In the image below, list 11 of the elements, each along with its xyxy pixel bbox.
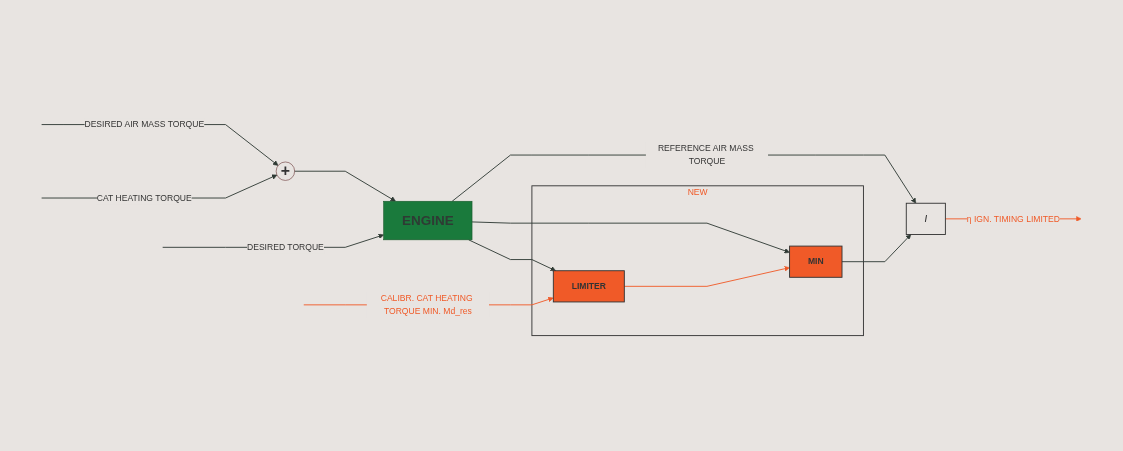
edge-label: DESIRED TORQUE (246, 242, 324, 252)
node-box: LIMITER (552, 270, 625, 303)
node-box: / (905, 202, 946, 235)
node-circle: + (275, 161, 295, 181)
node-box: MIN (789, 245, 843, 278)
edge-label: DESIRED AIR MASS TORQUE (84, 119, 205, 130)
node-box: ENGINE (383, 200, 473, 241)
edge-label: CAT HEATING TORQUE (96, 192, 192, 203)
edge-label: η IGN. TIMING LIMITED (966, 213, 1060, 224)
edge-label: CALIBR. CAT HEATING TORQUE MIN. Md_res (380, 293, 473, 316)
edge-label: REFERENCE AIR MASS TORQUE (657, 143, 754, 167)
